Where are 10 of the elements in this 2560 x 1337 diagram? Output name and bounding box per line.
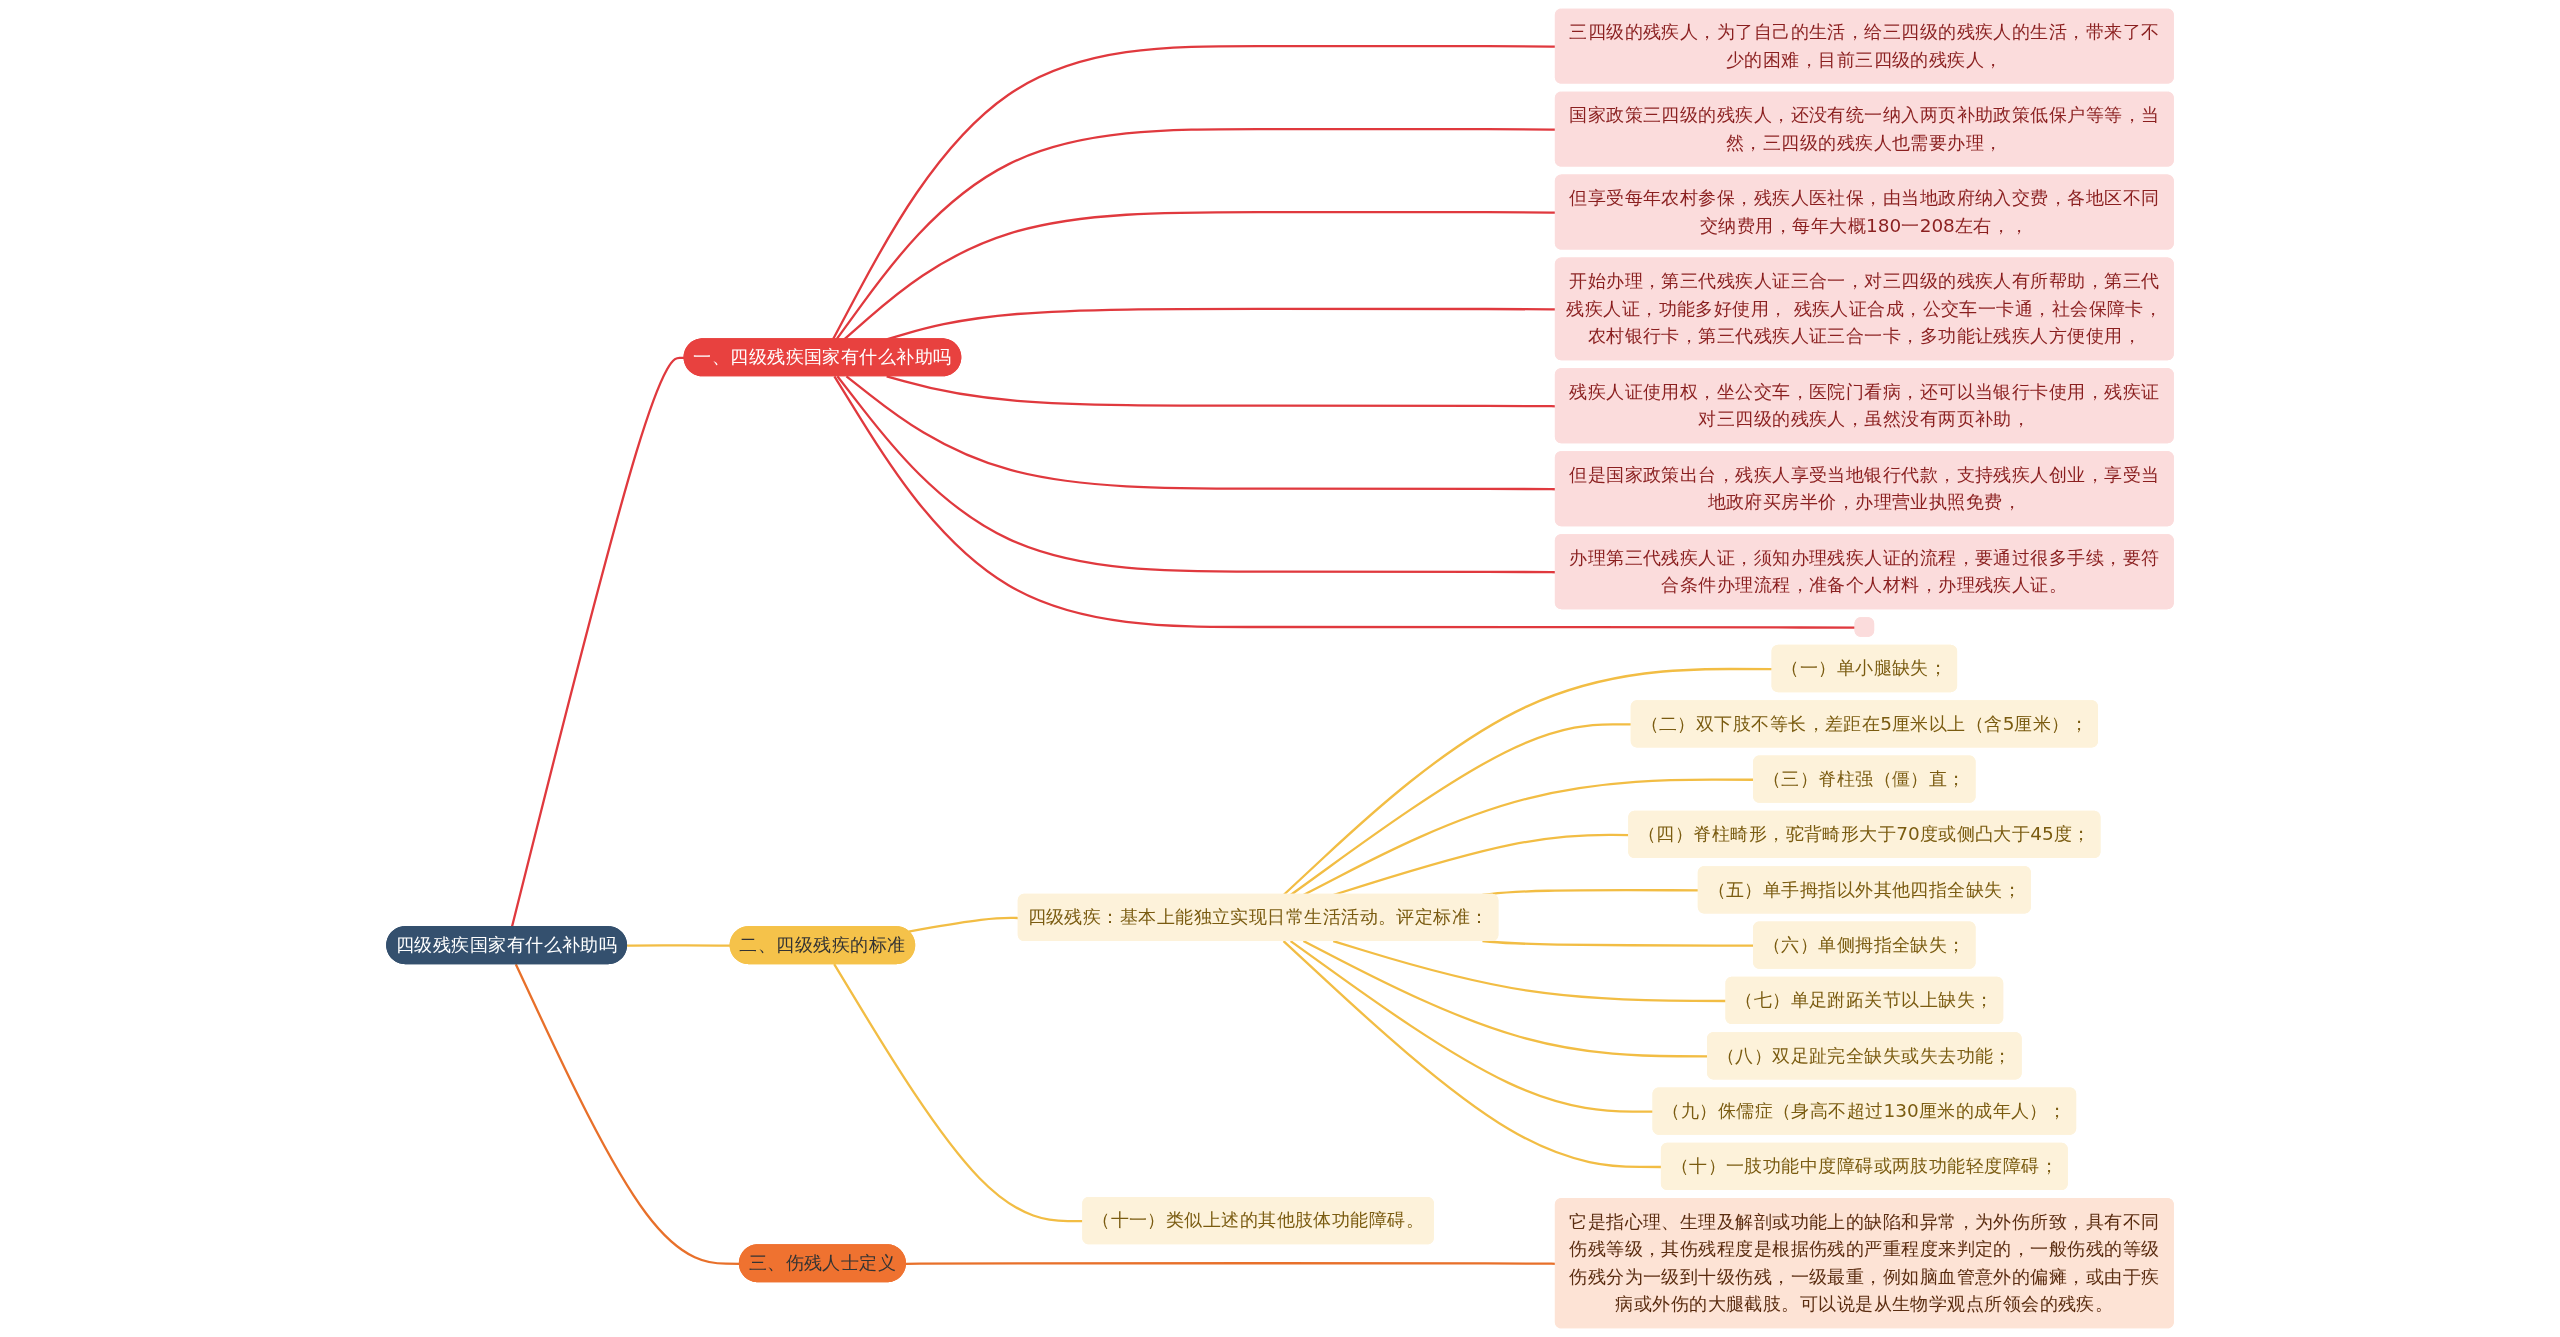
connector xyxy=(627,944,731,947)
connector xyxy=(1482,889,1699,897)
connector xyxy=(1282,667,1773,896)
connector xyxy=(514,963,740,1265)
connector xyxy=(1289,940,1654,1113)
connector xyxy=(1332,940,1727,1003)
connector xyxy=(510,356,685,928)
connector xyxy=(833,375,1856,629)
connector xyxy=(1289,723,1632,896)
connector xyxy=(908,916,1019,933)
